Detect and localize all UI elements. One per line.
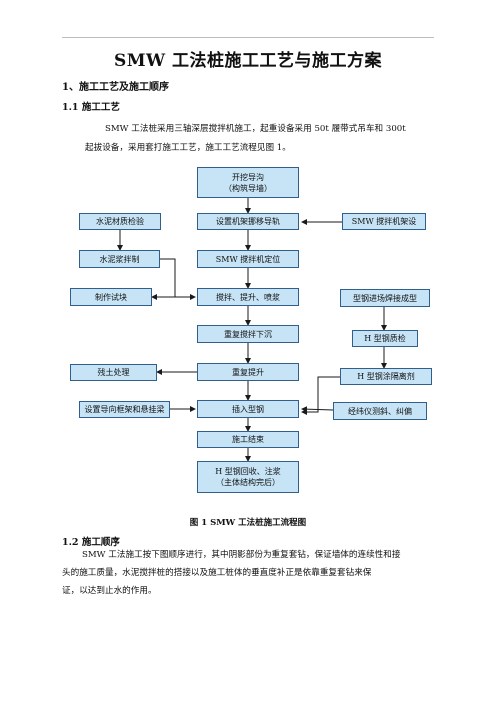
section-1-2-line-1: SMW 工法施工按下图顺序进行，其中阴影部份为重复套钻，保证墙体的连续性和接	[82, 550, 401, 560]
section-1-1-line-2: 起拔设备，采用套打施工工艺，施工工艺流程见图 1。	[85, 143, 291, 153]
flow-box-repeat-lift: 重复提升	[197, 363, 299, 381]
flow-box-grout-mix-label: 水泥浆拌制	[99, 254, 140, 264]
header-rule	[62, 37, 434, 38]
flow-box-excavate: 开挖导沟 （构筑导墙）	[197, 167, 299, 198]
flow-box-insert-label: 插入型钢	[232, 404, 264, 414]
flow-box-insert: 插入型钢	[197, 400, 299, 418]
flow-box-test-block: 制作试块	[70, 288, 152, 306]
flow-box-guide-frame: 设置导向框架和悬挂梁	[79, 401, 170, 418]
flow-box-soil-label: 残土处理	[97, 368, 130, 377]
flow-box-repeat-sink-label: 重复搅拌下沉	[224, 329, 272, 339]
flow-box-excavate-label: 开挖导沟 （构筑导墙）	[224, 172, 272, 193]
flow-box-rail: 设置机架挪移导轨	[197, 213, 299, 230]
flow-box-grout-mix: 水泥浆拌制	[79, 250, 160, 268]
flow-box-rail-label: 设置机架挪移导轨	[216, 217, 280, 226]
flow-box-repeat-sink: 重复搅拌下沉	[197, 325, 299, 343]
section-1-2-line-3: 证，以达到止水的作用。	[62, 586, 157, 596]
flow-box-steel-check: H 型钢质检	[352, 330, 418, 347]
flow-box-positioning: SMW 搅拌机定位	[197, 250, 299, 268]
arrow-coat-insert	[301, 376, 340, 415]
flow-box-soil: 残土处理	[70, 364, 157, 381]
section-1-2-heading: 1.2 施工顺序	[62, 537, 120, 548]
flow-box-finish: 施工结束	[197, 431, 299, 448]
figure-caption: 图 1 SMW 工法桩施工流程图	[189, 518, 307, 528]
flow-box-stir-lift: 搅拌、提升、喷浆	[197, 288, 299, 306]
flow-box-theodolite-label: 经纬仪测斜、纠偏	[348, 406, 412, 416]
document-title: SMW 工法桩施工工艺与施工方案	[113, 51, 383, 71]
flow-box-guide-frame-label: 设置导向框架和悬挂梁	[84, 405, 165, 414]
section-1-2-line-2: 头的施工质量，水泥搅拌桩的搭接以及施工桩体的垂直度补正是依靠重复套钻来保	[62, 568, 372, 578]
flow-box-steel-weld-label: 型钢进场焊接成型	[353, 293, 417, 303]
flow-box-positioning-label: SMW 搅拌机定位	[215, 254, 281, 264]
flow-box-steel-check-label: H 型钢质检	[364, 334, 406, 343]
flow-box-stir-lift-label: 搅拌、提升、喷浆	[216, 292, 280, 302]
flow-box-steel-weld: 型钢进场焊接成型	[340, 289, 430, 307]
section-1-heading: 1、施工工艺及施工顺序	[62, 82, 169, 93]
section-1-1-heading: 1.1 施工工艺	[62, 102, 120, 113]
flow-box-coat: H 型钢涂隔离剂	[340, 368, 432, 385]
flow-box-machine-setup-label: SMW 搅拌机架设	[351, 217, 417, 226]
arrow-theodolite-insert	[301, 406, 334, 413]
flow-box-finish-label: 施工结束	[232, 435, 264, 444]
flow-box-cement-check-label: 水泥材质检验	[96, 217, 144, 226]
flow-box-recover: H 型钢回收、注浆 （主体结构完后）	[197, 461, 299, 493]
flow-box-coat-label: H 型钢涂隔离剂	[357, 372, 415, 381]
flow-box-theodolite: 经纬仪测斜、纠偏	[333, 402, 427, 420]
flow-box-cement-check: 水泥材质检验	[79, 213, 161, 230]
flow-box-recover-label: H 型钢回收、注浆 （主体结构完后）	[215, 467, 281, 487]
flow-box-test-block-label: 制作试块	[95, 292, 127, 302]
section-1-1-line-1: SMW 工法桩采用三轴深层搅拌机施工，起重设备采用 50t 履带式吊车和 300…	[105, 124, 406, 134]
flow-box-machine-setup: SMW 搅拌机架设	[342, 213, 426, 230]
flow-box-repeat-lift-label: 重复提升	[232, 367, 264, 377]
arrow-grout-stir	[160, 258, 196, 300]
